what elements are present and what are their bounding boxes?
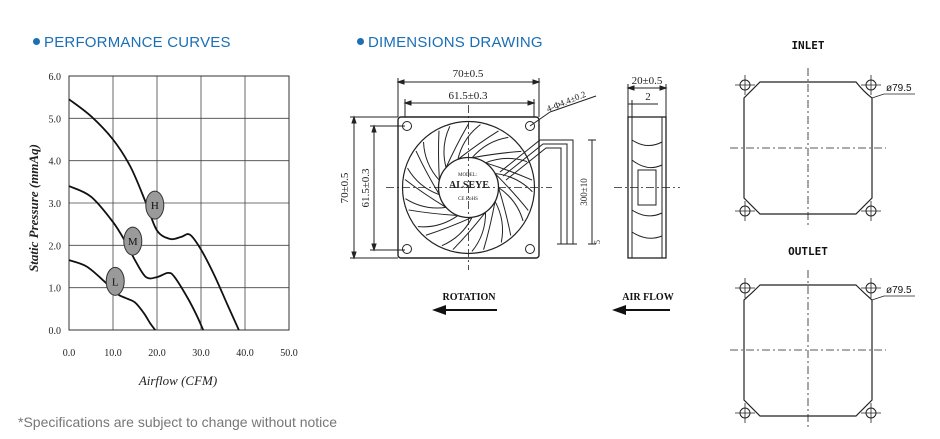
label-cert: CE RoHS <box>458 197 478 202</box>
x-tick-label: 0.0 <box>63 348 76 359</box>
fan-blade-edge <box>485 162 533 181</box>
dim-flange: 2 <box>645 91 651 103</box>
inlet-diameter: ø79.5 <box>886 83 912 94</box>
fan-blade <box>471 212 487 252</box>
x-tick-label: 10.0 <box>104 348 122 359</box>
series-line-l <box>68 259 156 331</box>
outlet-diameter: ø79.5 <box>886 285 912 296</box>
fan-front-view <box>350 78 597 270</box>
x-tick-label: 40.0 <box>236 348 254 359</box>
series-marker-m <box>123 226 143 256</box>
fan-blade <box>443 126 451 168</box>
x-axis-label: Airflow (CFM) <box>138 373 217 388</box>
performance-chart: 0.0 1.0 2.0 3.0 4.0 5.0 6.0 0.0 10.0 20.0 30.0 40.… <box>26 72 298 388</box>
chart-curves <box>68 98 240 331</box>
fan-blade <box>405 198 447 209</box>
bullet-dot-icon <box>33 38 40 45</box>
x-tick-label: 50.0 <box>280 348 298 359</box>
fan-side-view <box>614 84 680 259</box>
fan-blade-edge <box>425 216 473 236</box>
airflow-label: AIR FLOW <box>622 292 673 303</box>
dim-outer-height: 70±0.5 <box>339 172 351 203</box>
fan-blade-edge <box>498 187 512 236</box>
fan-blade-edge <box>445 123 470 168</box>
rotation-indicator: ROTATION <box>432 292 497 315</box>
fan-blade <box>495 173 533 193</box>
x-tick-labels: 0.0 10.0 20.0 30.0 40.0 50.0 <box>63 348 298 359</box>
dimensions-drawing-label: DIMENSIONS DRAWING <box>368 34 543 51</box>
dim-outer-width: 70±0.5 <box>453 68 484 80</box>
dim-thickness: 20±0.5 <box>632 75 663 87</box>
dim-hole-spacing: 61.5±0.3 <box>448 90 488 102</box>
series-marker-h <box>145 190 165 220</box>
y-tick-label: 6.0 <box>49 72 62 83</box>
fan-blade-edge <box>457 130 499 160</box>
airflow-indicator: AIR FLOW <box>612 292 674 315</box>
y-tick-label: 4.0 <box>49 157 62 168</box>
dim-lead-length: 300±10 <box>579 178 589 206</box>
mount-hole <box>402 121 412 131</box>
airflow-arrow-icon <box>612 305 626 315</box>
specification-note: *Specifications are subject to change wi… <box>18 414 338 430</box>
outlet-view: OUTLET ø79.5 <box>730 245 915 430</box>
outlet-outline <box>743 284 873 417</box>
series-markers: H M L <box>105 190 165 296</box>
fan-blade-edge <box>452 211 486 250</box>
y-tick-label: 5.0 <box>49 114 62 125</box>
inlet-view: INLET ø79.5 <box>730 39 915 228</box>
inlet-outline <box>743 81 873 215</box>
mount-hole <box>525 244 535 254</box>
plot-frame <box>68 75 290 331</box>
y-tick-label: 0.0 <box>49 326 62 337</box>
fan-blade-edge <box>472 150 522 159</box>
dimensions-drawing-title: DIMENSIONS DRAWING <box>357 34 543 51</box>
fan-blade-edge <box>404 179 447 208</box>
fan-blade-edge <box>438 130 440 181</box>
label-model: MODEL: <box>458 173 477 178</box>
x-tick-label: 20.0 <box>148 348 166 359</box>
fan-blade-edge <box>494 173 529 211</box>
fan-blade <box>457 124 481 160</box>
bullet-dot-icon <box>357 38 364 45</box>
chart-grid <box>68 75 290 331</box>
series-marker-label: M <box>128 236 138 248</box>
series-line-m <box>68 185 205 331</box>
performance-curves-label: PERFORMANCE CURVES <box>44 34 231 51</box>
dim-hole-spacing-v: 61.5±0.3 <box>360 168 372 208</box>
y-tick-label: 1.0 <box>49 284 62 295</box>
fan-blade <box>498 187 524 222</box>
fan-blade <box>471 136 509 159</box>
y-axis-label: Static Pressure (mmAq) <box>26 144 41 272</box>
outlet-label: OUTLET <box>788 245 828 258</box>
series-line-h <box>68 98 240 331</box>
y-tick-label: 2.0 <box>49 241 62 252</box>
y-tick-label: 3.0 <box>49 199 62 210</box>
fan-blade <box>485 157 528 164</box>
series-marker-l <box>105 266 125 296</box>
mount-hole <box>402 244 412 254</box>
series-marker-label: L <box>112 276 119 288</box>
rotation-arrow-icon <box>432 305 446 315</box>
fan-blade <box>407 167 440 196</box>
label-brand: ALSEYE <box>449 180 489 191</box>
series-marker-label: H <box>151 200 159 212</box>
fan-blade <box>423 141 440 181</box>
fan-blade-edge <box>408 209 458 217</box>
fan-blade <box>417 215 459 228</box>
y-tick-labels: 0.0 1.0 2.0 3.0 4.0 5.0 6.0 <box>49 72 62 337</box>
inlet-label: INLET <box>791 39 824 52</box>
fan-blade <box>494 201 504 243</box>
dim-lead-end: 5 <box>593 240 602 244</box>
mount-hole <box>525 121 535 131</box>
fan-side-texts: 20±0.5 2 <box>632 75 663 103</box>
fan-blade <box>441 217 473 247</box>
fan-blade-edge <box>483 201 496 250</box>
fan-blade-edge <box>415 150 440 195</box>
x-tick-label: 30.0 <box>192 348 210 359</box>
performance-curves-title: PERFORMANCE CURVES <box>33 34 231 51</box>
rotation-label: ROTATION <box>443 292 497 303</box>
